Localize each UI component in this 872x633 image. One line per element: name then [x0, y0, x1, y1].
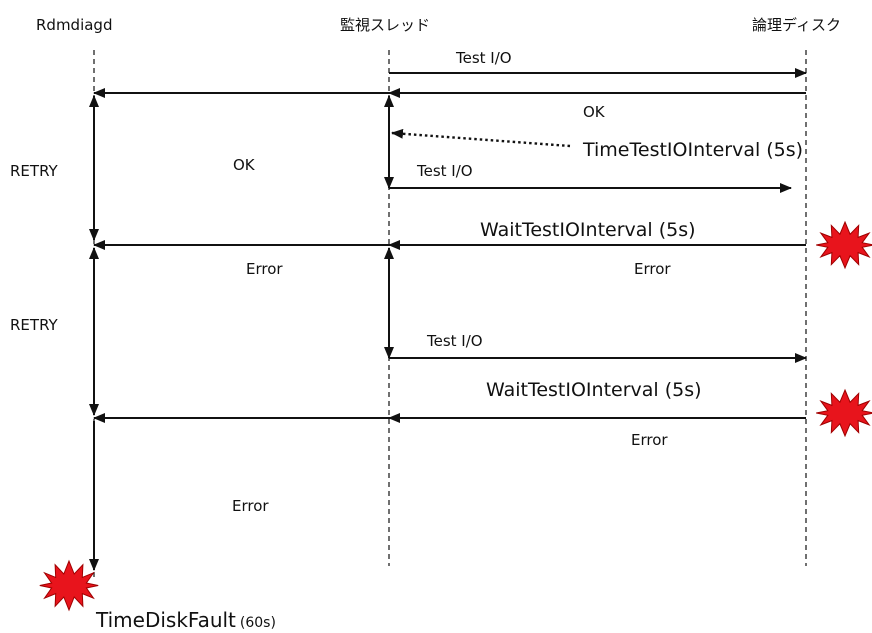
label-error-right-1: Error — [634, 260, 671, 278]
fault-star-icon — [39, 559, 99, 612]
label-wait-test-io-interval-2: WaitTestIOInterval (5s) — [486, 379, 702, 401]
pointer-time-test-io-interval — [391, 128, 571, 148]
label-error-left-1: Error — [246, 260, 283, 278]
label-retry-2: RETRY — [10, 316, 59, 334]
label-test-io-1: Test I/O — [455, 49, 512, 67]
header-rdmdiagd: Rdmdiagd — [36, 16, 112, 34]
fault-star-icon — [816, 388, 872, 438]
label-time-disk-fault: TimeDiskFault(60s) — [95, 608, 276, 632]
label-test-io-3: Test I/O — [426, 332, 483, 350]
time-disk-fault-value: (60s) — [240, 615, 276, 631]
label-retry-1: RETRY — [10, 162, 59, 180]
time-disk-fault-name: TimeDiskFault — [95, 608, 236, 632]
label-time-test-io-interval: TimeTestIOInterval (5s) — [582, 139, 803, 161]
label-error-left-2: Error — [232, 497, 269, 515]
header-monitor-thread: 監視スレッド — [340, 16, 430, 34]
label-ok-reply: OK — [583, 103, 606, 121]
label-test-io-2: Test I/O — [416, 162, 473, 180]
label-error-right-2: Error — [631, 431, 668, 449]
label-wait-test-io-interval-1: WaitTestIOInterval (5s) — [480, 219, 696, 241]
header-logical-disk: 論理ディスク — [752, 16, 841, 34]
fault-star-icon — [816, 220, 872, 270]
label-ok-left: OK — [233, 156, 256, 174]
